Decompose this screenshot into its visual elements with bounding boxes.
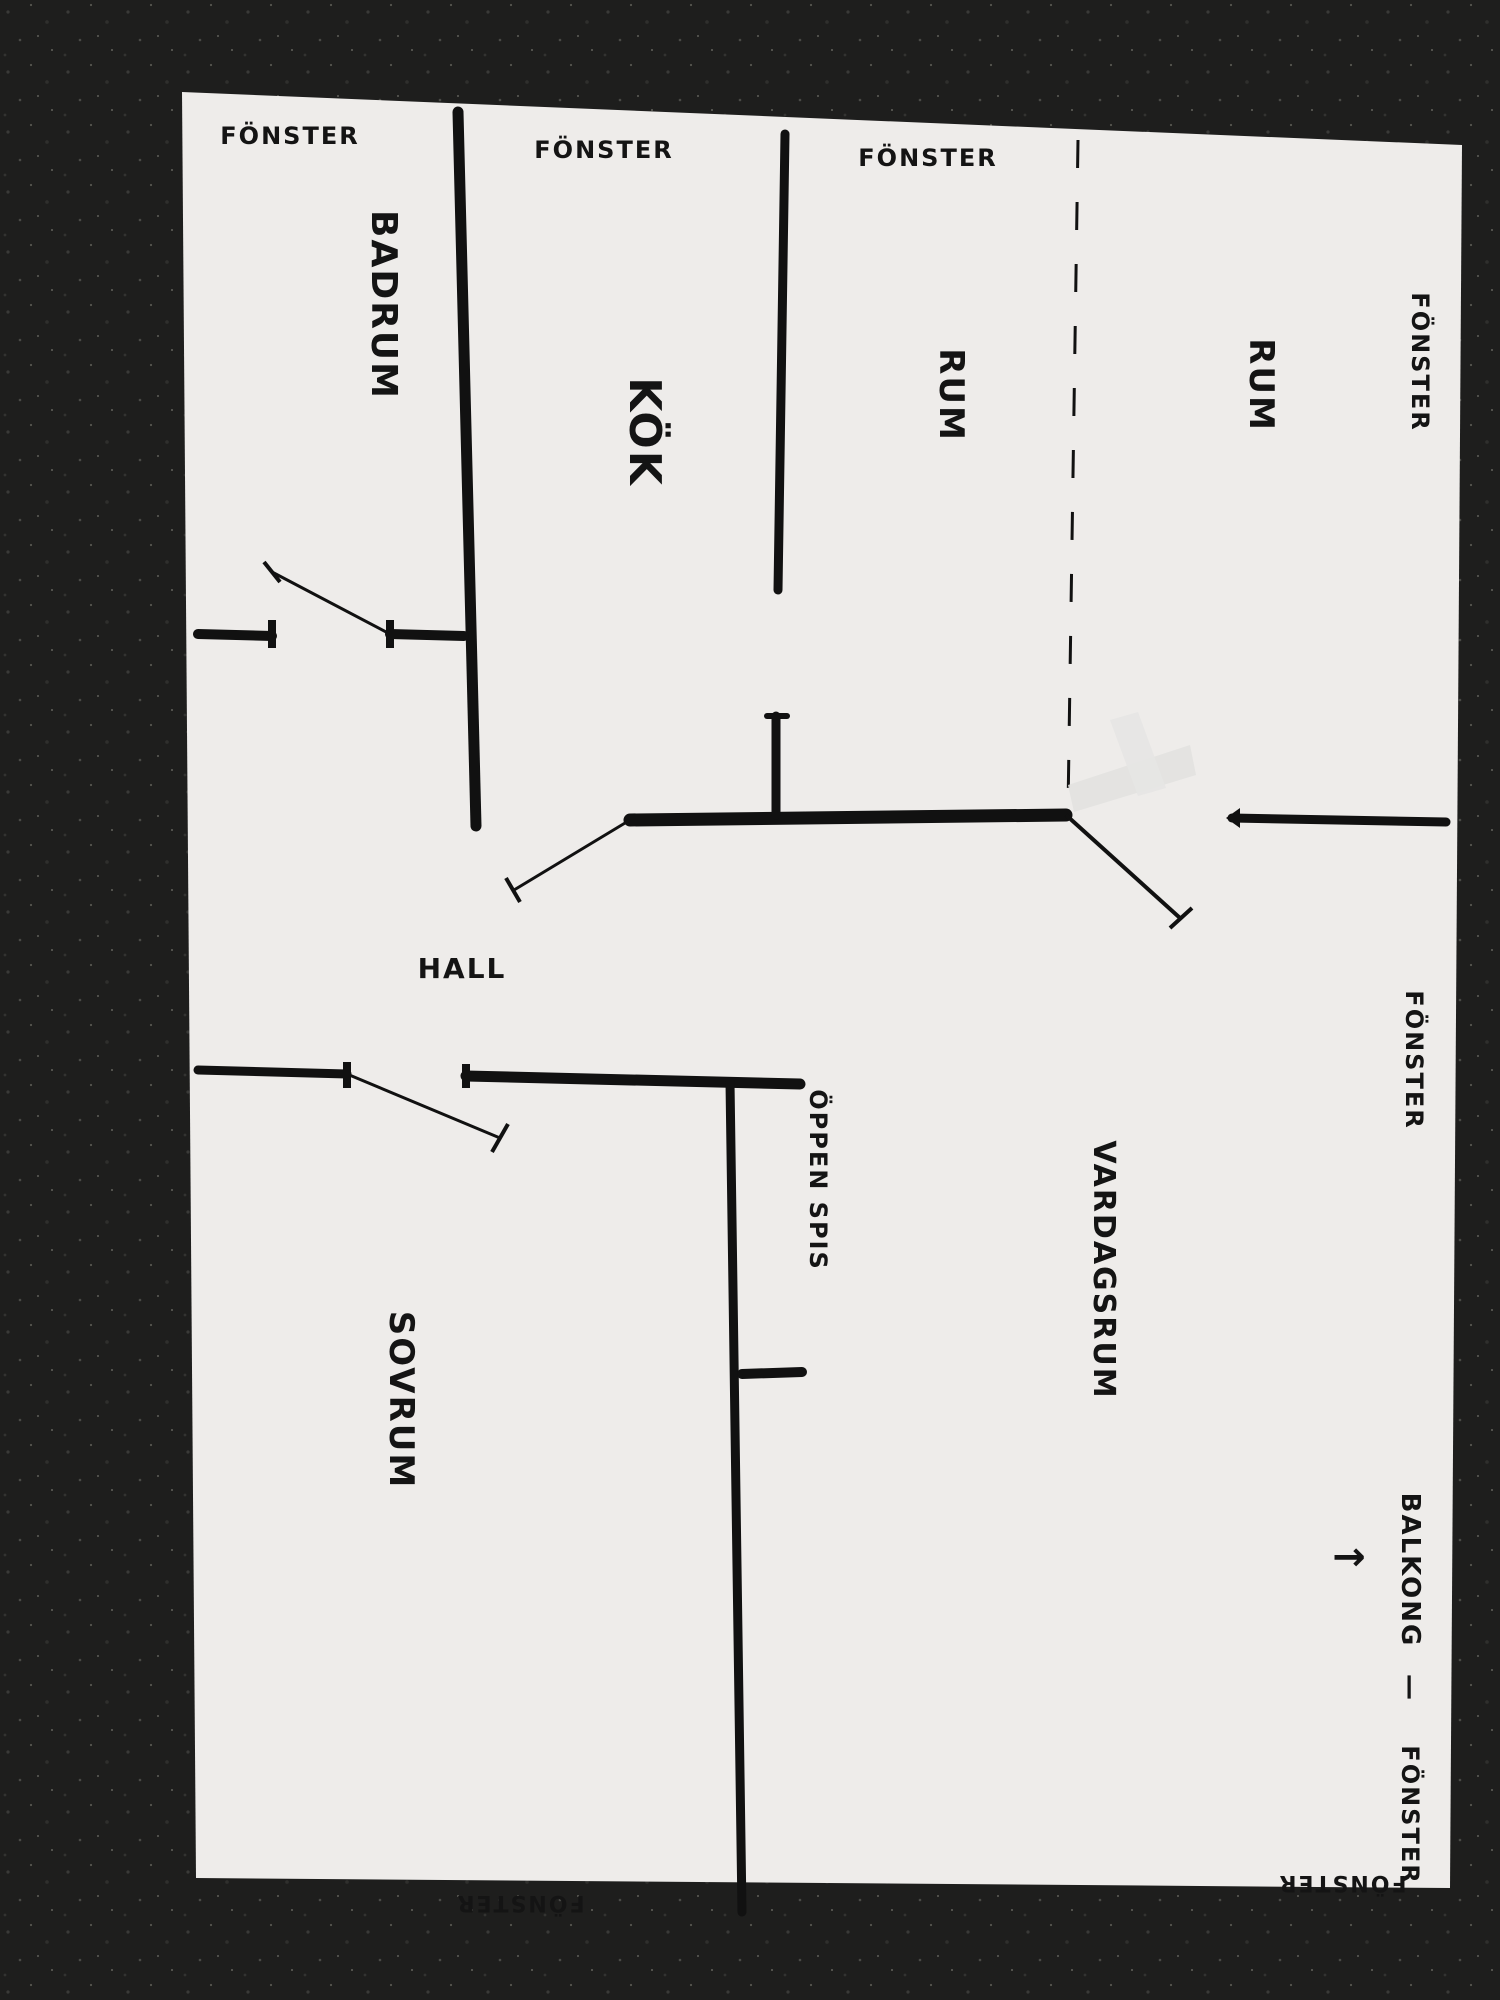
door-badrum xyxy=(271,570,391,636)
window-label-balcony: FÖNSTER xyxy=(1396,1745,1426,1884)
wall-bath-left xyxy=(193,629,277,641)
wall-fireplace-stub xyxy=(737,1367,807,1379)
balcony-dash: — xyxy=(1395,1674,1425,1702)
door-sovrum-cap xyxy=(490,1123,510,1153)
balcony-arrow-icon: → xyxy=(1332,1534,1368,1580)
room-label-vardagsrum: VARDAGSRUM xyxy=(1086,1140,1121,1399)
wall-badrum-kok xyxy=(452,106,482,832)
wall-kok-rum xyxy=(773,129,790,595)
dashed-divider xyxy=(1066,139,1080,811)
door-badrum-cap xyxy=(262,560,282,584)
wall-sovrum-top-right xyxy=(460,1070,806,1090)
door-kok xyxy=(513,818,631,892)
wall-sovrum-vardagsrum xyxy=(725,1077,747,1917)
door-kok-cap xyxy=(504,876,522,904)
door-sovrum xyxy=(346,1072,501,1140)
room-label-sovrum: SOVRUM xyxy=(381,1311,421,1489)
window-labels: FÖNSTER FÖNSTER FÖNSTER FÖNSTER FÖNSTER … xyxy=(220,120,1436,1916)
fireplace-label: ÖPPEN SPIS xyxy=(804,1089,834,1271)
annotations: ÖPPEN SPIS BALKONG — → xyxy=(804,808,1425,1702)
room-label-rum-2: RUM xyxy=(1241,338,1281,432)
door-vardagsrum-cap xyxy=(1168,906,1194,930)
room-label-badrum: BADRUM xyxy=(363,210,404,400)
wall-kok-hall xyxy=(623,808,1073,827)
room-label-kok: KÖK xyxy=(619,377,672,487)
entry-arrowhead-icon xyxy=(1226,808,1240,828)
room-label-hall: HALL xyxy=(418,952,507,985)
tape-mark xyxy=(1110,712,1166,796)
window-label-badrum: FÖNSTER xyxy=(220,120,359,150)
window-label-vardagsrum-bottom: FÖNSTER xyxy=(1278,1870,1407,1896)
window-label-rum-1: FÖNSTER xyxy=(858,142,997,172)
wall-bath-right xyxy=(385,629,469,641)
wall-rum-vardagsrum xyxy=(1227,813,1451,827)
balcony-label: BALKONG xyxy=(1395,1493,1425,1648)
wall-sovrum-top-left xyxy=(193,1065,352,1079)
room-label-rum-1: RUM xyxy=(931,348,971,442)
doors xyxy=(262,560,1194,1153)
walls xyxy=(193,106,1451,1917)
door-vardagsrum xyxy=(1064,813,1182,920)
window-label-kok: FÖNSTER xyxy=(534,134,673,164)
window-label-rum-2: FÖNSTER xyxy=(1406,292,1436,431)
room-labels: BADRUM KÖK RUM RUM HALL SOVRUM VARDAGSRU… xyxy=(363,210,1281,1489)
window-label-vardagsrum: FÖNSTER xyxy=(1400,990,1430,1129)
paper-sheet xyxy=(182,92,1462,1888)
window-label-sovrum: FÖNSTER xyxy=(456,1890,585,1916)
